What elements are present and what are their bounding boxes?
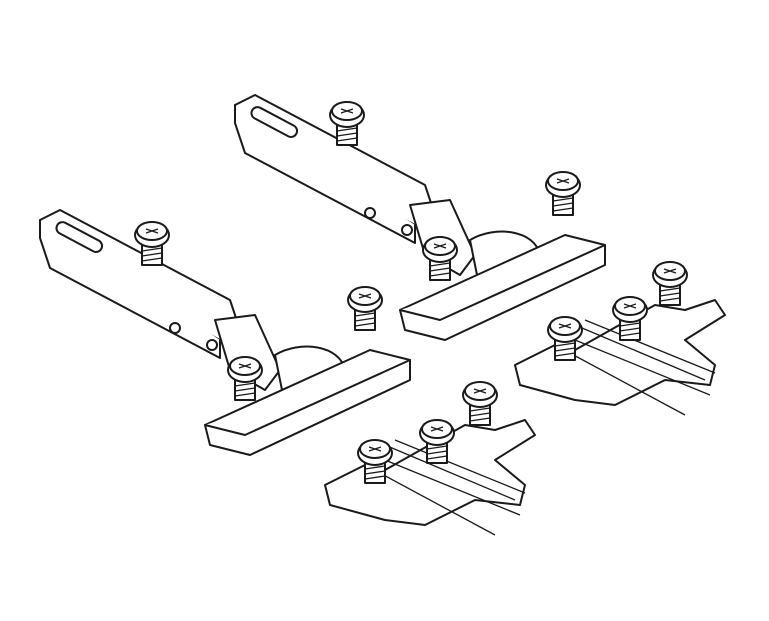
- hinge-back: [234, 94, 606, 341]
- hinge-front: [39, 209, 411, 456]
